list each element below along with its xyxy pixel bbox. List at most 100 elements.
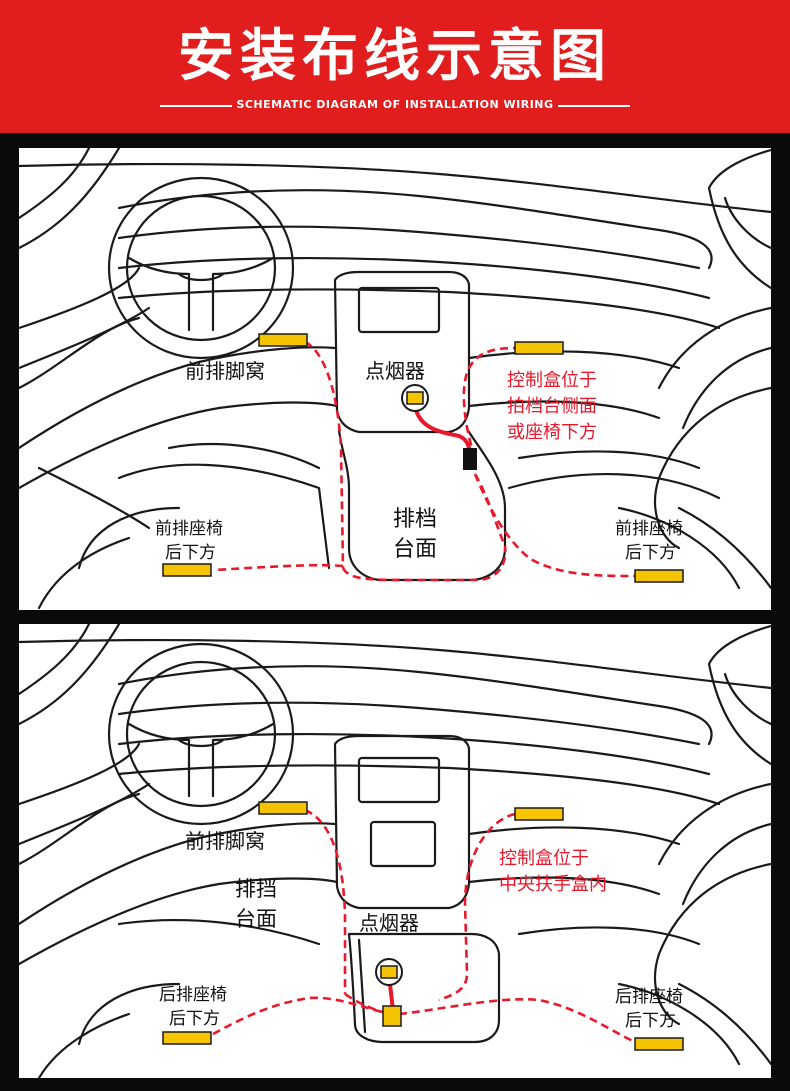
dash-right-curve-2	[681, 346, 771, 430]
windshield-line	[19, 162, 771, 214]
wire-console-bottom	[341, 545, 507, 582]
a-pillar-right-2	[723, 672, 771, 726]
dashboard-top	[117, 189, 713, 270]
dash-lower-left-2	[19, 877, 339, 966]
label-front-seat-left-1: 前排座椅	[155, 519, 223, 539]
label-front-footwell: 前排脚窝	[185, 829, 265, 853]
center-stack-outer	[333, 270, 471, 434]
car-interior-drawing-front: 前排脚窝 点烟器 排档 台面 控制盒位于 拍档台侧面 或座椅下方 前排座椅 后下…	[19, 148, 771, 610]
seat-right-edge	[677, 982, 771, 1066]
connector-rear-right	[634, 1037, 684, 1051]
seat-left-cushion	[77, 982, 181, 1046]
label-cigarette-lighter: 点烟器	[359, 911, 419, 935]
label-front-seat-left-2: 后下方	[165, 543, 216, 563]
armrest-inner	[357, 938, 367, 1034]
subtitle-rule-right	[558, 105, 630, 107]
a-pillar-right	[707, 624, 771, 766]
seat-right-cushion	[617, 982, 741, 1066]
dashboard-line-3	[117, 732, 711, 776]
center-screen-bottom	[369, 820, 437, 868]
windshield-line	[19, 638, 771, 690]
page-title: 安装布线示意图	[178, 24, 612, 89]
seat-right-edge	[677, 506, 771, 590]
wire-control-to-console	[473, 473, 507, 547]
steering-wheel-outer	[107, 642, 295, 826]
a-pillar-left	[19, 624, 121, 726]
connector-seat-right	[634, 569, 684, 583]
a-pillar-left-inner	[19, 624, 91, 696]
label-cigarette-lighter: 点烟器	[365, 359, 425, 383]
gear-console	[337, 428, 507, 582]
label-front-seat-right-1: 前排座椅	[615, 519, 683, 539]
a-pillar-right-2	[723, 196, 771, 250]
a-pillar-left-inner	[19, 148, 91, 220]
label-control-box-1: 控制盒位于	[499, 848, 589, 869]
dash-lower-right-2	[467, 400, 661, 420]
label-gear-console-2: 台面	[235, 907, 277, 931]
steering-hub	[177, 738, 225, 748]
cigarette-lighter-plug	[380, 965, 398, 979]
dash-left-curve-2	[19, 316, 141, 390]
seat-right-body	[507, 472, 721, 500]
steering-spoke-left	[127, 256, 191, 332]
subtitle-row: SCHEMATIC DIAGRAM OF INSTALLATION WIRING	[0, 96, 790, 116]
dash-lower-right	[467, 826, 681, 846]
wire-control-to-right-top	[462, 346, 516, 459]
dash-left-curve-2	[19, 792, 141, 866]
center-screen-top	[357, 756, 441, 804]
center-stack-outer	[333, 734, 471, 910]
dashboard-line-2	[117, 225, 701, 270]
dashboard-line-4	[117, 288, 721, 330]
door-right	[654, 386, 771, 550]
armrest-box	[347, 932, 501, 1044]
door-left-1	[19, 782, 151, 846]
wire-to-left-rear	[214, 563, 344, 572]
dash-left-curve	[19, 266, 141, 330]
dash-right-curve	[657, 782, 771, 866]
label-rear-seat-left-2: 后下方	[169, 1009, 220, 1029]
seat-left-edge	[37, 536, 131, 610]
dash-right-curve-2	[681, 822, 771, 906]
label-front-footwell: 前排脚窝	[185, 359, 265, 383]
seat-left-top	[117, 918, 321, 946]
steering-wheel-inner	[125, 660, 277, 808]
wire-right-rear	[398, 998, 636, 1044]
dash-lower-left	[19, 822, 337, 926]
door-right	[654, 862, 771, 1026]
connector-front-footwell	[258, 333, 308, 347]
wire-harness-dashed	[214, 340, 636, 582]
steering-hub	[177, 272, 225, 282]
a-pillar-left	[19, 148, 121, 250]
seat-left-body	[117, 463, 331, 570]
header-banner: 安装布线示意图 SCHEMATIC DIAGRAM OF INSTALLATIO…	[0, 0, 790, 133]
diagram-panel-rear: 前排脚窝 排挡 台面 点烟器 控制盒位于 中央扶手盒内 后排座椅 后下方 后排座…	[19, 624, 771, 1078]
dash-lower-right-2	[467, 876, 661, 896]
connector-front-footwell	[258, 801, 308, 815]
seat-right-cushion	[617, 506, 741, 590]
seat-left-edge	[37, 1012, 131, 1078]
label-rear-seat-left-1: 后排座椅	[159, 985, 227, 1005]
label-control-box-1: 控制盒位于	[507, 370, 597, 391]
connector-rear-left	[162, 1031, 212, 1045]
wire-footwell-down	[304, 808, 347, 994]
dash-right-curve	[657, 306, 771, 390]
page-subtitle: SCHEMATIC DIAGRAM OF INSTALLATION WIRING	[236, 98, 554, 111]
wire-right-down	[438, 812, 516, 1002]
dash-lower-left	[19, 346, 337, 450]
label-rear-seat-right-1: 后排座椅	[615, 987, 683, 1007]
control-box	[382, 1005, 402, 1027]
steering-wheel-inner	[125, 194, 277, 342]
connector-front-right	[514, 807, 564, 821]
a-pillar-right	[707, 148, 771, 290]
cigarette-lighter-plug	[406, 391, 424, 405]
label-control-box-3: 或座椅下方	[507, 422, 597, 443]
label-front-seat-right-2: 后下方	[625, 543, 676, 563]
subtitle-rule-left	[160, 105, 232, 107]
seat-right-top	[517, 926, 701, 946]
label-gear-console-1: 排档	[393, 507, 437, 532]
dash-lower-right	[467, 350, 681, 370]
steering-wheel-outer	[107, 176, 295, 360]
steering-spoke-right	[211, 256, 275, 332]
door-left-2	[37, 466, 151, 530]
car-interior-drawing-rear: 前排脚窝 排挡 台面 点烟器 控制盒位于 中央扶手盒内 后排座椅 后下方 后排座…	[19, 624, 771, 1078]
